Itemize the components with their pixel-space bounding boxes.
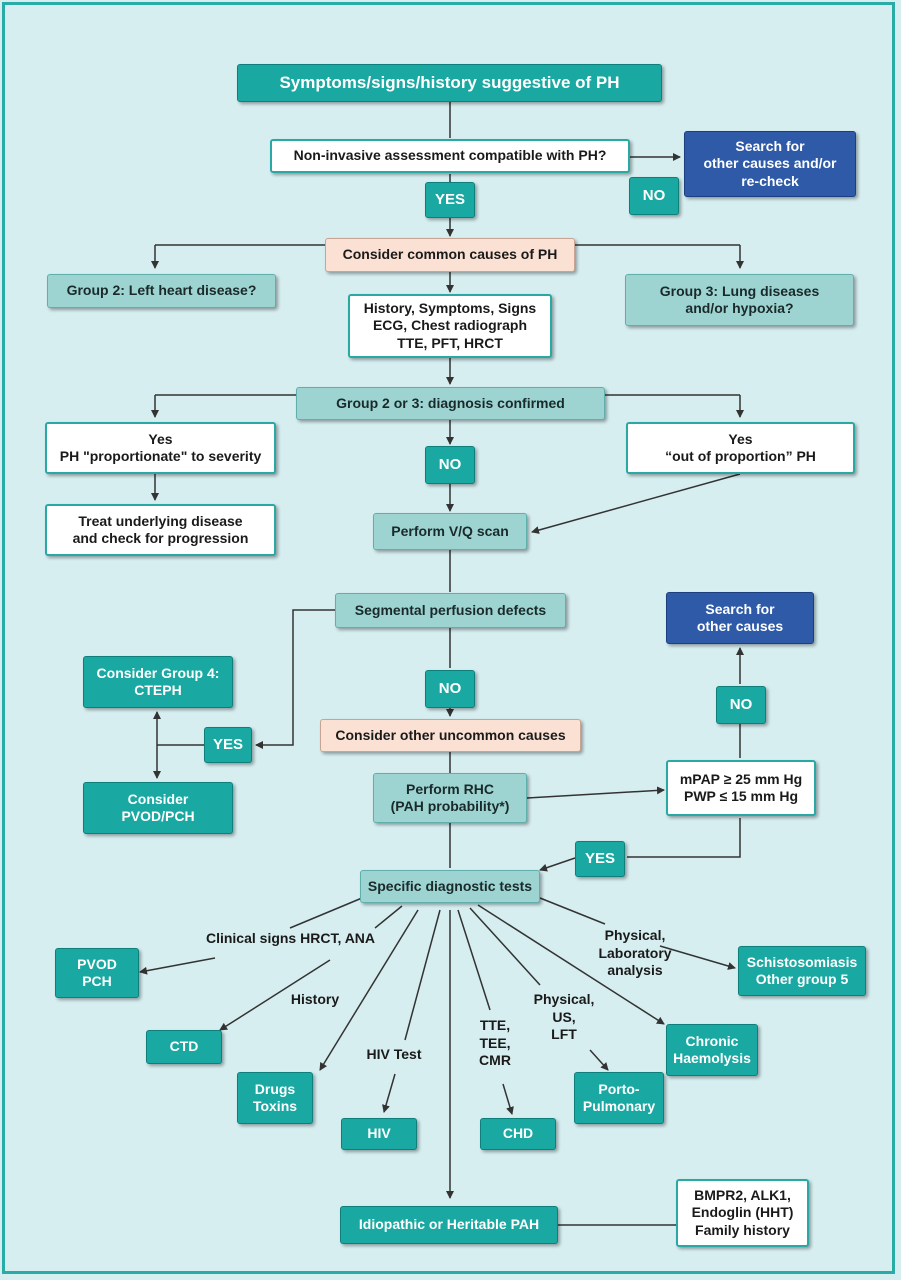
bmpr2-box: BMPR2, ALK1, Endoglin (HHT) Family histo… (676, 1179, 809, 1247)
start-box: Symptoms/signs/history suggestive of PH (237, 64, 662, 102)
group23-confirmed-box: Group 2 or 3: diagnosis confirmed (296, 387, 605, 420)
no-badge-3: NO (425, 670, 475, 708)
segmental-defects-box: Segmental perfusion defects (335, 593, 566, 628)
yes-badge-1: YES (425, 182, 475, 218)
no-badge-1: NO (629, 177, 679, 215)
search-recheck-box: Search for other causes and/or re-check (684, 131, 856, 197)
vq-scan-box: Perform V/Q scan (373, 513, 527, 550)
schistosomiasis-box: Schistosomiasis Other group 5 (738, 946, 866, 996)
drugs-toxins-box: Drugs Toxins (237, 1072, 313, 1124)
group2-box: Group 2: Left heart disease? (47, 274, 276, 308)
specific-tests-box: Specific diagnostic tests (360, 870, 540, 903)
chronic-haemolysis-box: Chronic Haemolysis (666, 1024, 758, 1076)
treat-underlying-box: Treat underlying disease and check for p… (45, 504, 276, 556)
ctd-box: CTD (146, 1030, 222, 1064)
physical-lab-label: Physical, Laboratory analysis (598, 927, 672, 978)
clinical-signs-label: Clinical signs HRCT, ANA (205, 930, 376, 946)
physical-us-lft-label: Physical, US, LFT (533, 991, 595, 1042)
chd-box: CHD (480, 1118, 556, 1150)
search-other-causes-box: Search for other causes (666, 592, 814, 644)
pvod-pch-consider-box: Consider PVOD/PCH (83, 782, 233, 834)
yes-badge-2: YES (204, 727, 252, 763)
history-tests-box: History, Symptoms, Signs ECG, Chest radi… (348, 294, 552, 358)
out-of-proportion-box: Yes “out of proportion” PH (626, 422, 855, 474)
yes-badge-3: YES (575, 841, 625, 877)
no-badge-2: NO (425, 446, 475, 484)
common-causes-box: Consider common causes of PH (325, 238, 575, 272)
no-badge-4: NO (716, 686, 766, 724)
pvod-pch-outcome-box: PVOD PCH (55, 948, 139, 998)
group3-box: Group 3: Lung diseases and/or hypoxia? (625, 274, 854, 326)
tte-tee-cmr-label: TTE, TEE, CMR (479, 1017, 511, 1068)
group4-cteph-box: Consider Group 4: CTEPH (83, 656, 233, 708)
idiopathic-heritable-box: Idiopathic or Heritable PAH (340, 1206, 558, 1244)
porto-pulmonary-box: Porto- Pulmonary (574, 1072, 664, 1124)
history-label: History (290, 991, 340, 1007)
yes-proportionate-box: Yes PH "proportionate" to severity (45, 422, 276, 474)
rhc-box: Perform RHC (PAH probability*) (373, 773, 527, 823)
hiv-test-label: HIV Test (366, 1046, 422, 1062)
hiv-box: HIV (341, 1118, 417, 1150)
uncommon-causes-box: Consider other uncommon causes (320, 719, 581, 752)
noninvasive-assessment-box: Non-invasive assessment compatible with … (270, 139, 630, 173)
mpap-criteria-box: mPAP ≥ 25 mm Hg PWP ≤ 15 mm Hg (666, 760, 816, 816)
